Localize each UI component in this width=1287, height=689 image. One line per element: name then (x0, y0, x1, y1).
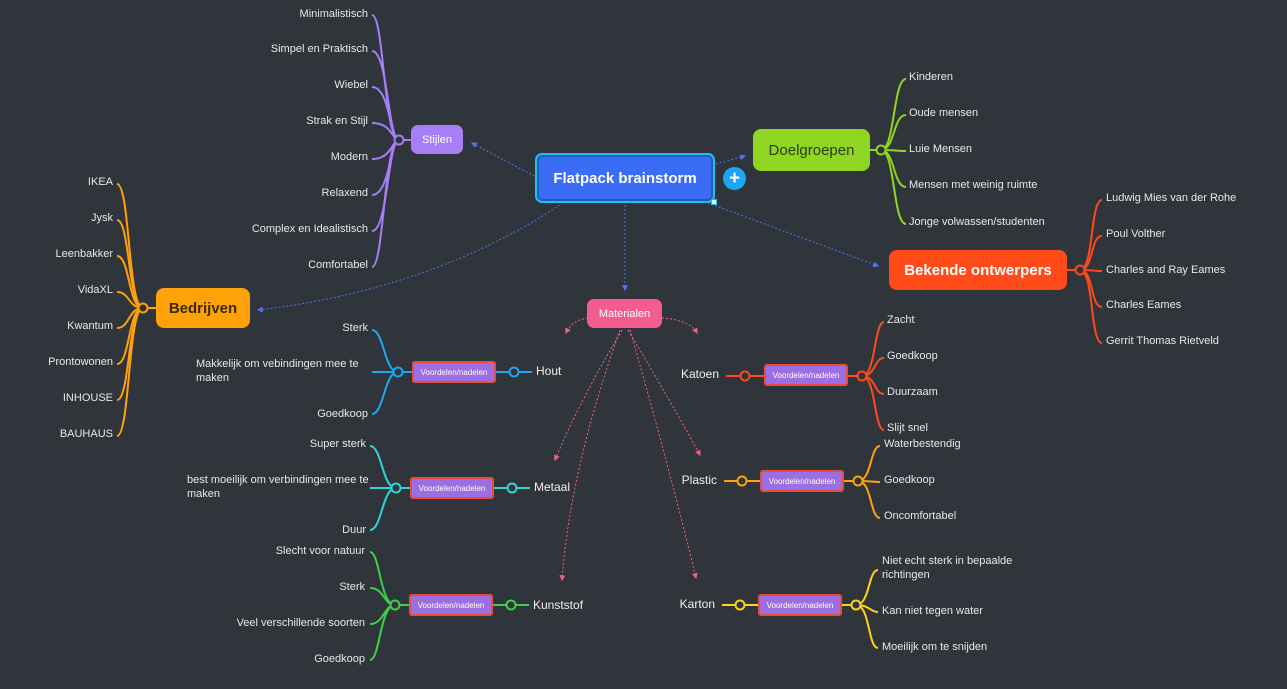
link-central-bedrijven (256, 204, 561, 313)
selection-handle[interactable] (711, 199, 717, 205)
bedrijf-item[interactable]: Prontowonen (48, 356, 113, 368)
bedrijf-item[interactable]: Leenbakker (55, 248, 114, 260)
material-plastic[interactable]: Plastic (681, 473, 717, 487)
link-central-stijlen (470, 142, 539, 179)
plastic-item[interactable]: Goedkoop (884, 474, 935, 486)
katoen-voordelen-nadelen[interactable]: Voordelen/nadelen (764, 364, 848, 386)
material-metaal[interactable]: Metaal (534, 480, 571, 494)
bedrijf-item[interactable]: INHOUSE (62, 392, 113, 404)
bedrijf-item[interactable]: VidaXL (77, 284, 113, 296)
material-katoen[interactable]: Katoen (680, 367, 719, 381)
branch-bedrijven[interactable]: Bedrijven (156, 288, 250, 328)
branch-bekende-ontwerpers[interactable]: Bekende ontwerpers (889, 250, 1067, 290)
stijlen-item[interactable]: Wiebel (334, 79, 368, 91)
ontwerper-item[interactable]: Poul Volther (1106, 228, 1166, 240)
link-mat-hout (565, 317, 589, 335)
material-hout[interactable]: Hout (536, 364, 562, 378)
stijlen-item[interactable]: Simpel en Praktisch (270, 43, 368, 55)
kunststof-item[interactable]: Slecht voor natuur (275, 545, 365, 557)
plastic-item[interactable]: Waterbestendig (884, 438, 961, 450)
stijlen-item[interactable]: Modern (330, 151, 368, 163)
bedrijf-item[interactable]: Kwantum (67, 320, 113, 332)
plastic-item[interactable]: Oncomfortabel (884, 510, 957, 522)
doelgroepen-item[interactable]: Mensen met weinig ruimte (909, 179, 1038, 191)
material-karton[interactable]: Karton (679, 597, 715, 611)
ontwerper-item[interactable]: Ludwig Mies van der Rohe (1106, 192, 1237, 204)
kunststof-voordelen-nadelen[interactable]: Voordelen/nadelen (409, 594, 493, 616)
hout-item[interactable]: Sterk (342, 322, 368, 334)
karton-item[interactable]: Niet echt sterk in bepaalde richtingen (882, 555, 1013, 581)
stijlen-item[interactable]: Relaxend (321, 187, 368, 199)
bedrijf-item[interactable]: Jysk (91, 212, 113, 224)
bedrijf-item[interactable]: BAUHAUS (59, 428, 113, 440)
doelgroepen-item[interactable]: Oude mensen (909, 107, 979, 119)
doelgroepen-item[interactable]: Jonge volwassen/studenten (909, 216, 1045, 228)
doelgroepen-item[interactable]: Luie Mensen (909, 143, 972, 155)
link-mat-karton (629, 329, 698, 580)
metaal-item[interactable]: Super sterk (309, 438, 366, 450)
hout-voordelen-nadelen[interactable]: Voordelen/nadelen (412, 361, 496, 383)
stijlen-item[interactable]: Strak en Stijl (306, 115, 368, 127)
hout-item[interactable]: Goedkoop (317, 408, 368, 420)
doelgroepen-item[interactable]: Kinderen (909, 71, 954, 83)
branch-materialen[interactable]: Materialen (587, 299, 662, 328)
material-kunststof[interactable]: Kunststof (533, 598, 584, 612)
ontwerper-item[interactable]: Charles and Ray Eames (1106, 264, 1226, 276)
link-mat-metaal (554, 329, 623, 462)
karton-item[interactable]: Moeilijk om te snijden (882, 641, 988, 653)
katoen-item[interactable]: Slijt snel (887, 422, 928, 434)
link-central-doelgroepen (711, 154, 747, 166)
metaal-voordelen-nadelen[interactable]: Voordelen/nadelen (410, 477, 494, 499)
karton-item[interactable]: Kan niet tegen water (882, 605, 983, 617)
kunststof-item[interactable]: Veel verschillende soorten (236, 617, 365, 629)
stijlen-item[interactable]: Complex en Idealistisch (251, 223, 368, 235)
katoen-item[interactable]: Zacht (887, 314, 915, 326)
karton-voordelen-nadelen[interactable]: Voordelen/nadelen (758, 594, 842, 616)
stijlen-item[interactable]: Comfortabel (308, 259, 368, 271)
branch-doelgroepen[interactable]: Doelgroepen (753, 129, 870, 171)
link-central-ontwerpers (699, 199, 880, 268)
stijlen-item[interactable]: Minimalistisch (299, 8, 368, 20)
kunststof-item[interactable]: Sterk (339, 581, 365, 593)
ontwerper-item[interactable]: Charles Eames (1106, 299, 1182, 311)
hout-item[interactable]: Makkelijk om vebindingen mee te maken (196, 358, 359, 384)
metaal-item[interactable]: Duur (342, 524, 366, 536)
link-mat-kunststof (559, 329, 621, 582)
katoen-item[interactable]: Goedkoop (887, 350, 938, 362)
add-topic-icon[interactable]: + (723, 167, 746, 190)
bedrijf-item[interactable]: IKEA (87, 176, 113, 188)
branch-stijlen[interactable]: Stijlen (411, 125, 463, 154)
ontwerper-item[interactable]: Gerrit Thomas Rietveld (1106, 335, 1219, 347)
metaal-item[interactable]: best moeilijk om verbindingen mee te mak… (187, 474, 369, 500)
link-mat-katoen (661, 317, 698, 335)
link-mat-plastic (627, 329, 701, 457)
plastic-voordelen-nadelen[interactable]: Voordelen/nadelen (760, 470, 844, 492)
katoen-item[interactable]: Duurzaam (887, 386, 938, 398)
kunststof-item[interactable]: Goedkoop (314, 653, 365, 665)
central-topic[interactable]: Flatpack brainstorm (535, 153, 715, 203)
